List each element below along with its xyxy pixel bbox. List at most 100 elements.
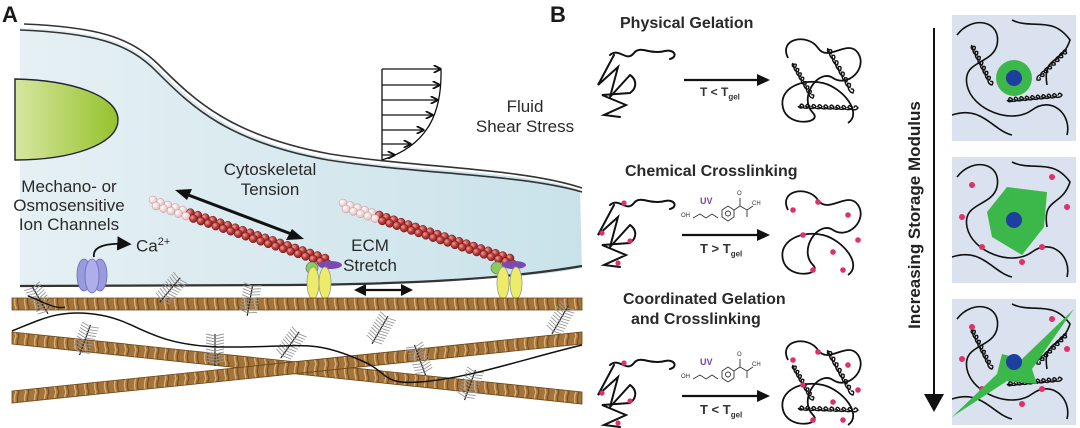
crosslink-site: [959, 214, 965, 220]
actin-bead: [241, 232, 250, 241]
proteoglycan-brush: [406, 341, 433, 376]
proteoglycan-brush: [275, 326, 307, 360]
actin-filament: [148, 195, 333, 269]
crosslink-site: [840, 417, 846, 423]
actin-bead: [349, 207, 358, 216]
cell-nucleus: [1006, 354, 1022, 370]
fibronectin-fiber: [27, 295, 66, 309]
molecule-oh: OH: [681, 213, 690, 219]
crosslink-site: [615, 260, 621, 266]
proteoglycan-brush: [155, 271, 188, 305]
crosslink-site: [855, 237, 861, 243]
proteoglycan-brush: [457, 366, 484, 401]
storage-modulus-axis-label: Increasing Storage Modulus: [905, 101, 924, 329]
uv-label-chemical: UV: [700, 196, 713, 206]
helix-coil: [1036, 49, 1068, 81]
cytoskeletal-tension-label: Cytoskeletal Tension: [200, 160, 340, 199]
actin-bead: [181, 211, 191, 221]
actin-bead: [370, 214, 380, 223]
proteoglycans: [24, 271, 576, 401]
actin-bead: [256, 237, 265, 246]
fibronectin-fiber: [11, 312, 583, 384]
condition-chemical: T > Tgel: [700, 241, 743, 259]
coordinated-title-line1: Coordinated Gelation: [623, 291, 786, 308]
actin-bead: [356, 209, 365, 219]
proteoglycan-brush: [239, 282, 262, 316]
calcium-text: Ca: [136, 236, 158, 256]
actin-bead: [465, 245, 474, 254]
actin-bead: [293, 249, 303, 259]
actin-bead: [174, 209, 183, 218]
helix-coil: [1036, 333, 1068, 365]
condition-main: T < T: [700, 402, 731, 417]
molecule-ch3: CH: [752, 362, 761, 368]
molecule-o: O: [737, 191, 742, 197]
photoinitiator-molecule: [692, 359, 754, 383]
actin-bead: [450, 240, 460, 250]
polymer-chain: [597, 48, 676, 118]
calcium-label: Ca2+: [136, 236, 170, 256]
crosslink-site: [621, 360, 627, 366]
actin-bead: [421, 231, 431, 240]
uv-label-coordinated: UV: [700, 357, 713, 367]
actin-bead: [248, 234, 258, 244]
crosslink-site: [1039, 244, 1045, 250]
condition-sub: gel: [730, 249, 743, 259]
ecm-stretch-label: ECM Stretch: [340, 236, 400, 275]
actin-bead: [486, 252, 496, 262]
helix-coil: [970, 328, 994, 370]
cell-nucleus: [1006, 70, 1022, 86]
actin-bead: [271, 242, 280, 251]
hydrogel-matrix: [951, 303, 1074, 420]
actin-bead: [378, 216, 387, 226]
calcium-flux-arrow-icon: [93, 236, 132, 258]
polymer-network: [781, 340, 862, 426]
polymer-network: [781, 190, 862, 276]
actin-bead: [159, 204, 168, 213]
actin-bead: [479, 250, 489, 259]
actin-bead: [226, 226, 236, 236]
crosslink-site: [815, 199, 821, 205]
condition-coordinated: T < Tgel: [700, 402, 742, 420]
actin-bead: [189, 214, 198, 223]
helix-coil: [791, 364, 815, 401]
crosslink-site: [845, 212, 851, 218]
actin-bead: [219, 224, 228, 233]
crosslink-site: [599, 230, 605, 236]
molecule-oh: OH: [681, 374, 690, 380]
crosslink-site: [969, 324, 975, 330]
polymer-network: [781, 38, 862, 124]
crosslink-site: [815, 349, 821, 355]
molecule-o: O: [737, 352, 742, 358]
helix-coil: [791, 62, 815, 99]
cyto-line1: Cytoskeletal: [223, 160, 317, 179]
actin-bead: [472, 247, 481, 257]
crosslink-site: [1039, 386, 1045, 392]
polymer-chain: [597, 198, 676, 268]
crosslink-site: [855, 387, 861, 393]
crosslink-site: [800, 382, 806, 388]
helix-coil: [826, 47, 855, 94]
fluid-shear-label: Fluid Shear Stress: [465, 97, 585, 136]
actin-bead: [286, 247, 295, 256]
actin-bead: [363, 211, 373, 221]
actin-bead: [428, 233, 438, 242]
cyto-line2: Tension: [240, 179, 300, 199]
actin-bead: [204, 219, 213, 228]
actin-bead: [151, 201, 161, 211]
actin-bead: [166, 206, 176, 216]
cell-box-contents: [951, 19, 1074, 420]
actin-bead: [263, 239, 273, 249]
crosslink-site: [979, 244, 985, 250]
hydrogel-matrix: [951, 19, 1071, 136]
actin-bead: [443, 238, 452, 247]
ecm-line1: ECM: [351, 236, 389, 255]
hydrogel-matrix: [951, 161, 1071, 278]
crosslink-site: [790, 207, 796, 213]
condition-sub: gel: [728, 92, 740, 102]
focal-adhesion: [490, 261, 526, 300]
condition-main: T < T: [700, 85, 729, 99]
chemical-crosslinking-title: Chemical Crosslinking: [625, 163, 798, 180]
condition-main: T > T: [700, 241, 731, 256]
crosslink-site: [959, 356, 965, 362]
